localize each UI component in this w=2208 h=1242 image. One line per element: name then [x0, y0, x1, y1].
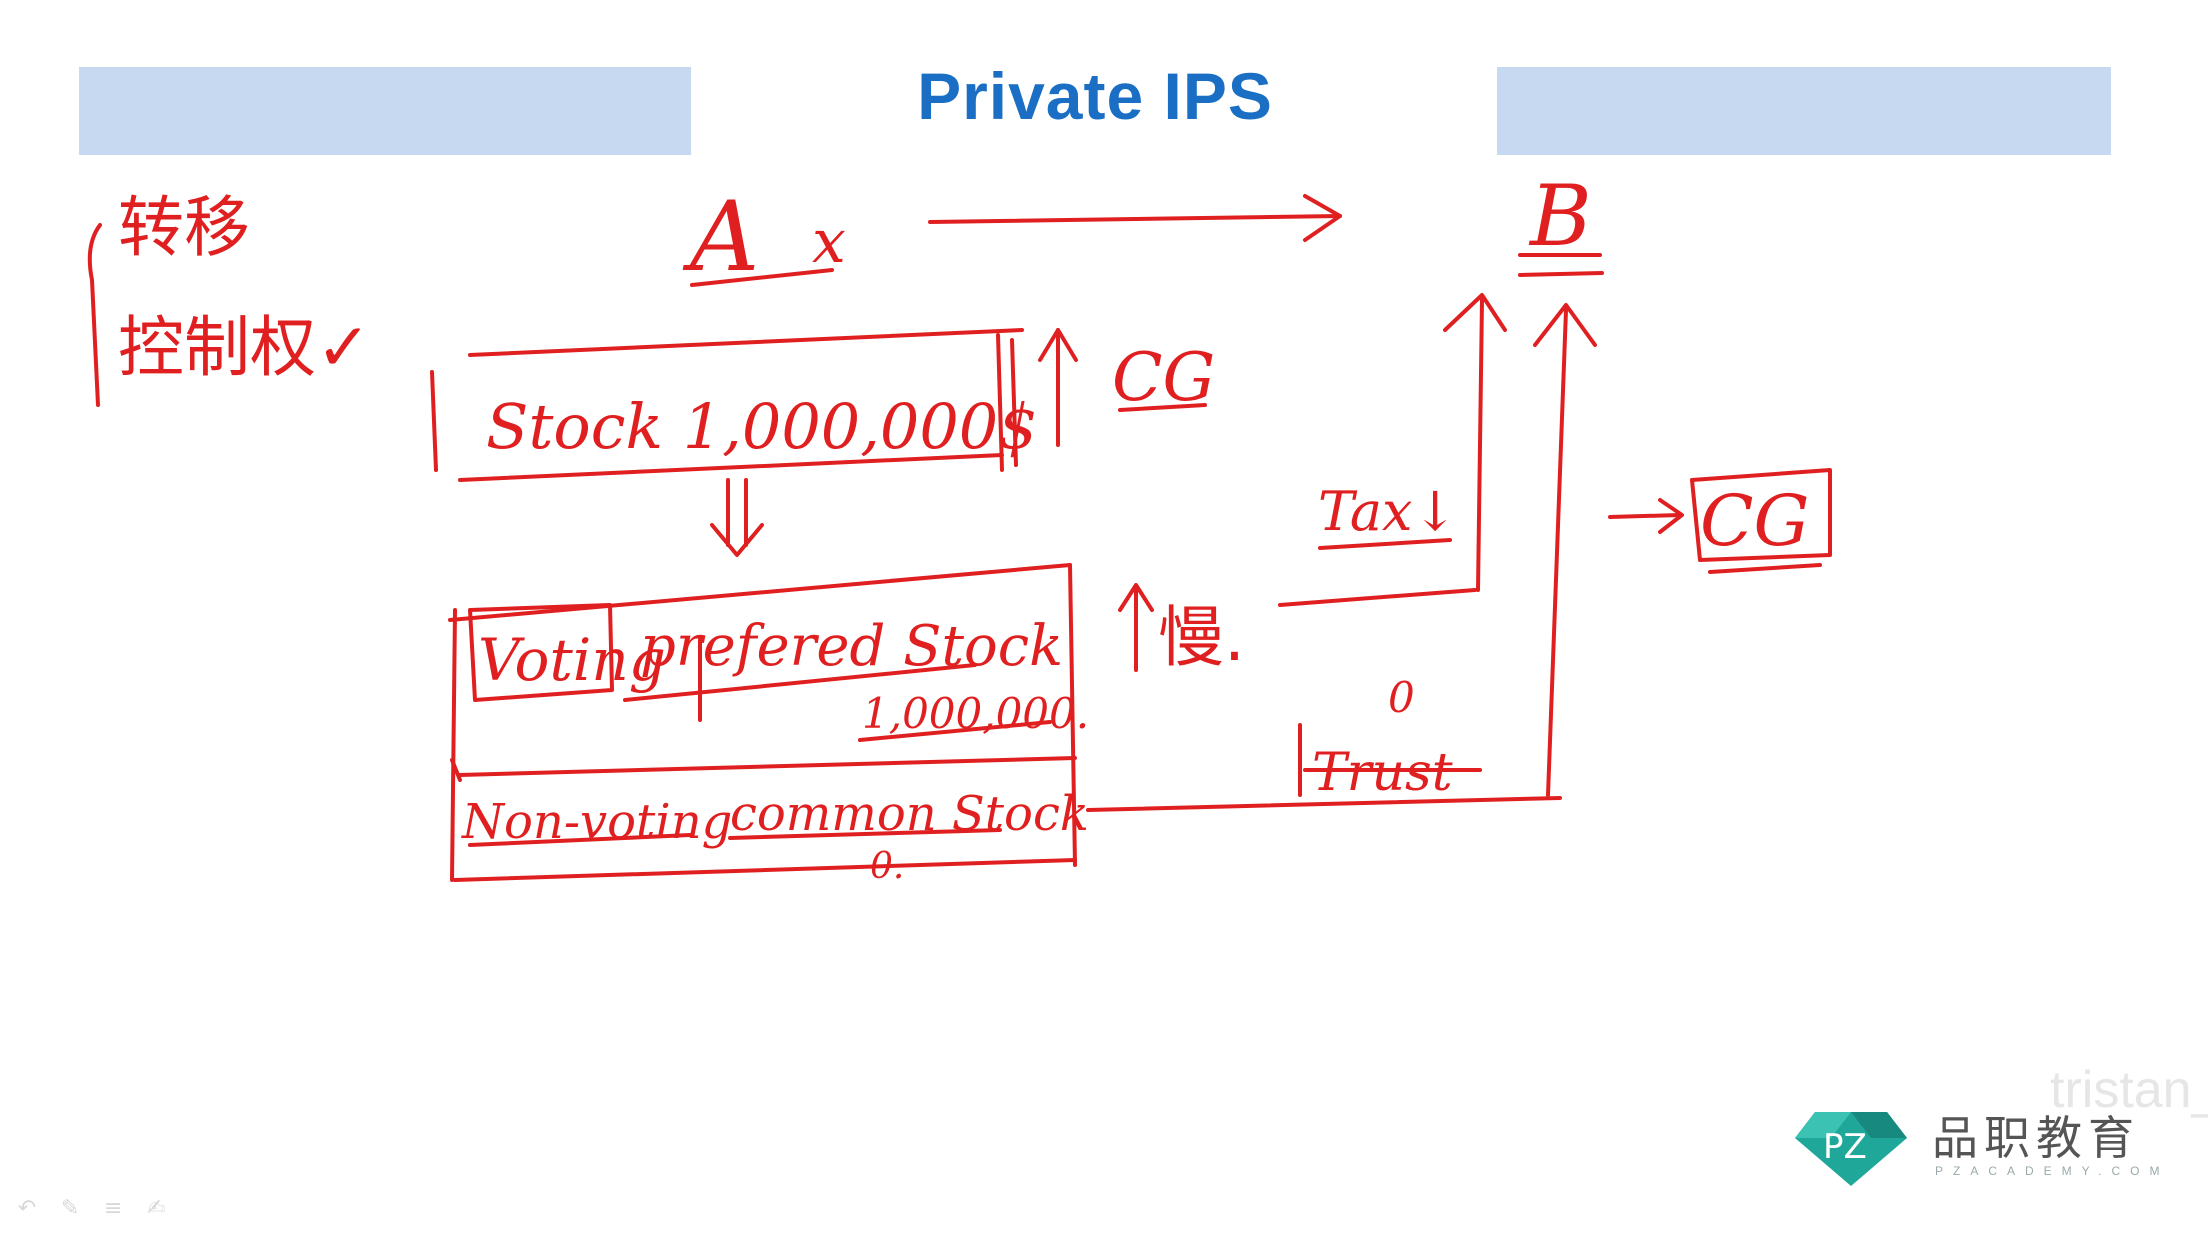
- cg-right-arrow-head: [1658, 498, 1684, 534]
- brand-logo: PZ 品职教育 PZACADEMY.COM: [1795, 1100, 2159, 1190]
- a-underline: [690, 268, 834, 287]
- preferred-label: prefered Stock: [640, 614, 1063, 679]
- slide-title: Private IPS: [917, 59, 1273, 133]
- tax-up-arrow-head: [1443, 293, 1507, 332]
- arrow-a-to-b-head: [1303, 194, 1342, 242]
- cg-right-label: CG: [1700, 480, 1809, 562]
- cg-up-arrow-head: [1038, 328, 1078, 362]
- pref-underline: [623, 663, 977, 702]
- stock-box-right-2: [1010, 338, 1018, 467]
- tax-underline: [1318, 538, 1452, 550]
- party-b-label: B: [1528, 167, 1592, 265]
- preferred-amount: 1,000,000.: [862, 689, 1089, 738]
- zero-mark: 0: [1388, 673, 1415, 722]
- logo-subtitle: PZACADEMY.COM: [1935, 1164, 2170, 1178]
- stock-box-right-1: [996, 333, 1004, 472]
- arrow-a-to-b: [928, 214, 1342, 224]
- stock-box-left: [430, 370, 438, 472]
- pref-box-top: [448, 563, 1072, 622]
- menu-icon[interactable]: ≡: [103, 1196, 123, 1221]
- pen-icon[interactable]: ✎: [60, 1196, 80, 1221]
- voting-label: Voting: [478, 626, 666, 694]
- logo-name: 品职教育: [1932, 1111, 2140, 1165]
- down-arrow-head: [710, 523, 764, 557]
- trust-up-arrow-head: [1533, 303, 1597, 347]
- party-a-label: A: [682, 181, 759, 293]
- annotation-chinese-1: 转移: [118, 189, 250, 266]
- pref-box-divider: [458, 756, 1077, 777]
- pref-box-right: [1068, 563, 1077, 867]
- common-label: common Stock: [730, 786, 1089, 842]
- stock-box-label: Stock 1,000,000$: [486, 390, 1038, 463]
- cross-mark: x: [812, 207, 846, 277]
- cg-right-arrow: [1608, 513, 1682, 519]
- b-underline-2: [1518, 271, 1604, 277]
- undo-icon[interactable]: ↶: [17, 1196, 37, 1221]
- slow-mark: 慢.: [1158, 599, 1245, 676]
- voting-box: [468, 603, 614, 702]
- trust-up-arrow: [1546, 308, 1568, 797]
- pref-box-bottom: [453, 858, 1077, 882]
- diamond-logo-icon: PZ: [1795, 1112, 1907, 1186]
- slide-toolbar: ↶ ✎ ≡ ✍: [14, 1196, 214, 1230]
- tax-up-arrow: [1476, 298, 1484, 592]
- trust-line: [1086, 796, 1562, 812]
- slow-up-arrow-head: [1118, 583, 1154, 612]
- pref-box-left: [450, 608, 457, 882]
- title-banner-left: [79, 67, 691, 155]
- stock-box-bottom: [458, 453, 1004, 482]
- tax-label: Tax↓: [1318, 480, 1458, 543]
- left-bracket: [87, 223, 102, 407]
- cg-right-box: [1690, 468, 1832, 562]
- stock-box-top: [468, 328, 1024, 357]
- trust-label: Trust: [1312, 743, 1453, 803]
- tax-line: [1278, 588, 1477, 607]
- cg-top-label: CG: [1112, 339, 1215, 416]
- title-banner-right: [1497, 67, 2111, 155]
- annotation-chinese-2: 控制权✓: [118, 309, 371, 386]
- common-value: 0.: [870, 846, 904, 887]
- watermark: tristan_: [2050, 1061, 2208, 1119]
- non-voting-label: Non-voting: [461, 794, 732, 850]
- logo-mark-text: PZ: [1823, 1127, 1867, 1167]
- annotation-icon[interactable]: ✍: [147, 1196, 166, 1221]
